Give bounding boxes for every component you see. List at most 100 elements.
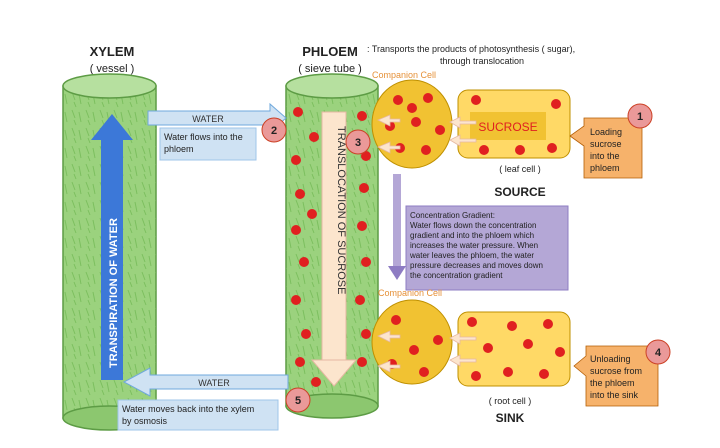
unloading-note-line2: sucrose from xyxy=(590,366,642,376)
phloem-description-line2: through translocation xyxy=(440,56,524,66)
unloading-note-line3: the phloem xyxy=(590,378,635,388)
sucrose-dot xyxy=(293,107,303,117)
water-bottom-label: WATER xyxy=(198,378,230,388)
sucrose-dot xyxy=(471,371,481,381)
gradient-line4: increases the water pressure. When xyxy=(410,241,538,250)
sink-companion-cell-label: Companion Cell xyxy=(378,288,442,298)
sucrose-dot xyxy=(361,257,371,267)
source-leaf-dots xyxy=(471,95,561,155)
sucrose-dot xyxy=(471,95,481,105)
sucrose-dot xyxy=(311,377,321,387)
sucrose-dot xyxy=(357,221,367,231)
sink-connector-arrows xyxy=(377,330,477,373)
loading-note-line2: sucrose xyxy=(590,139,622,149)
transpiration-label: TRANSPIRATION OF WATER xyxy=(108,218,120,368)
sucrose-dot xyxy=(295,357,305,367)
sucrose-dot xyxy=(419,367,429,377)
sucrose-dot xyxy=(357,357,367,367)
sink-title: SINK xyxy=(496,411,525,425)
sucrose-dot xyxy=(359,183,369,193)
svg-text:1: 1 xyxy=(637,111,643,123)
sucrose-dot xyxy=(483,343,493,353)
phloem-subtitle: ( sieve tube ) xyxy=(298,63,362,75)
sucrose-dot xyxy=(295,189,305,199)
unloading-note-line1: Unloading xyxy=(590,354,631,364)
water-bottom-note: Water moves back into the xylem by osmos… xyxy=(117,399,279,431)
water-top-note-line2: phloem xyxy=(164,144,194,154)
sucrose-dot xyxy=(543,319,553,329)
sucrose-dot xyxy=(503,367,513,377)
sucrose-dot xyxy=(515,145,525,155)
step-badge-4: 4 xyxy=(645,339,671,365)
step-badge-2: 2 xyxy=(261,117,287,143)
sucrose-dot xyxy=(409,345,419,355)
gradient-line7: the concentration gradient xyxy=(410,271,503,280)
sucrose-dot xyxy=(291,155,301,165)
gradient-line5: water leaves the phloem, the water xyxy=(409,251,534,260)
svg-text:3: 3 xyxy=(355,137,361,149)
sink-root-dots xyxy=(467,317,565,381)
sucrose-dot xyxy=(299,257,309,267)
gradient-line3: gradient and into the phloem which xyxy=(410,231,534,240)
sucrose-dot xyxy=(361,329,371,339)
water-bottom-note-line2: by osmosis xyxy=(122,416,168,426)
gradient-line2: Water flows down the concentration xyxy=(410,221,536,230)
water-top-note-line1: Water flows into the xyxy=(164,132,243,142)
sucrose-dot xyxy=(307,209,317,219)
unloading-note: Unloading sucrose from the phloem into t… xyxy=(573,345,659,407)
gradient-line6: pressure decreases and moves down xyxy=(410,261,543,270)
sink-cell-label: ( root cell ) xyxy=(489,396,532,406)
sucrose-dot xyxy=(507,321,517,331)
sucrose-label: SUCROSE xyxy=(478,120,537,134)
sucrose-dot xyxy=(551,99,561,109)
sucrose-dot xyxy=(547,143,557,153)
xylem-title: XYLEM xyxy=(90,44,135,59)
water-bottom-note-line1: Water moves back into the xylem xyxy=(122,404,254,414)
water-arrow-bottom xyxy=(122,367,289,397)
source-title: SOURCE xyxy=(494,185,545,199)
sink-root-cell xyxy=(457,311,571,387)
phloem-sucrose-dots xyxy=(291,107,371,387)
sucrose-dot xyxy=(309,132,319,142)
sucrose-dot xyxy=(555,347,565,357)
sucrose-dot xyxy=(423,93,433,103)
sucrose-dot xyxy=(407,103,417,113)
sucrose-dot xyxy=(539,369,549,379)
sucrose-dot xyxy=(523,339,533,349)
sucrose-dot xyxy=(291,295,301,305)
svg-text:5: 5 xyxy=(295,395,301,407)
sucrose-dot xyxy=(479,145,489,155)
source-cell-label: ( leaf cell ) xyxy=(499,164,541,174)
loading-note-line4: phloem xyxy=(590,163,620,173)
concentration-gradient-arrow xyxy=(388,174,406,280)
water-top-label: WATER xyxy=(192,114,224,124)
sucrose-dot xyxy=(411,117,421,127)
sucrose-dot xyxy=(291,225,301,235)
gradient-line1: Concentration Gradient: xyxy=(410,211,495,220)
sucrose-dot xyxy=(391,315,401,325)
phloem-title: PHLOEM xyxy=(302,44,358,59)
loading-note-line1: Loading xyxy=(590,127,622,137)
xylem-subtitle: ( vessel ) xyxy=(90,63,135,75)
step-badge-1: 1 xyxy=(627,103,653,129)
svg-text:4: 4 xyxy=(655,347,662,359)
source-companion-cell-label: Companion Cell xyxy=(372,70,436,80)
sucrose-dot xyxy=(393,95,403,105)
svg-text:2: 2 xyxy=(271,125,277,137)
loading-note: Loading sucrose into the phloem xyxy=(569,117,643,179)
sucrose-dot xyxy=(301,329,311,339)
sucrose-dot xyxy=(361,151,371,161)
sucrose-dot xyxy=(421,145,431,155)
translocation-label: TRANSLOCATION OF SUCROSE xyxy=(335,126,347,294)
transpiration-arrow xyxy=(91,114,133,380)
phloem-description-line1: : Transports the products of photosynthe… xyxy=(367,44,575,54)
loading-note-line3: into the xyxy=(590,151,620,161)
sucrose-dot xyxy=(355,295,365,305)
sucrose-dot xyxy=(357,111,367,121)
concentration-gradient-box: Concentration Gradient: Water flows down… xyxy=(405,205,569,291)
unloading-note-line4: into the sink xyxy=(590,390,639,400)
sucrose-label-box xyxy=(470,112,546,140)
sucrose-dot xyxy=(467,317,477,327)
water-top-note: Water flows into the phloem xyxy=(159,127,257,161)
